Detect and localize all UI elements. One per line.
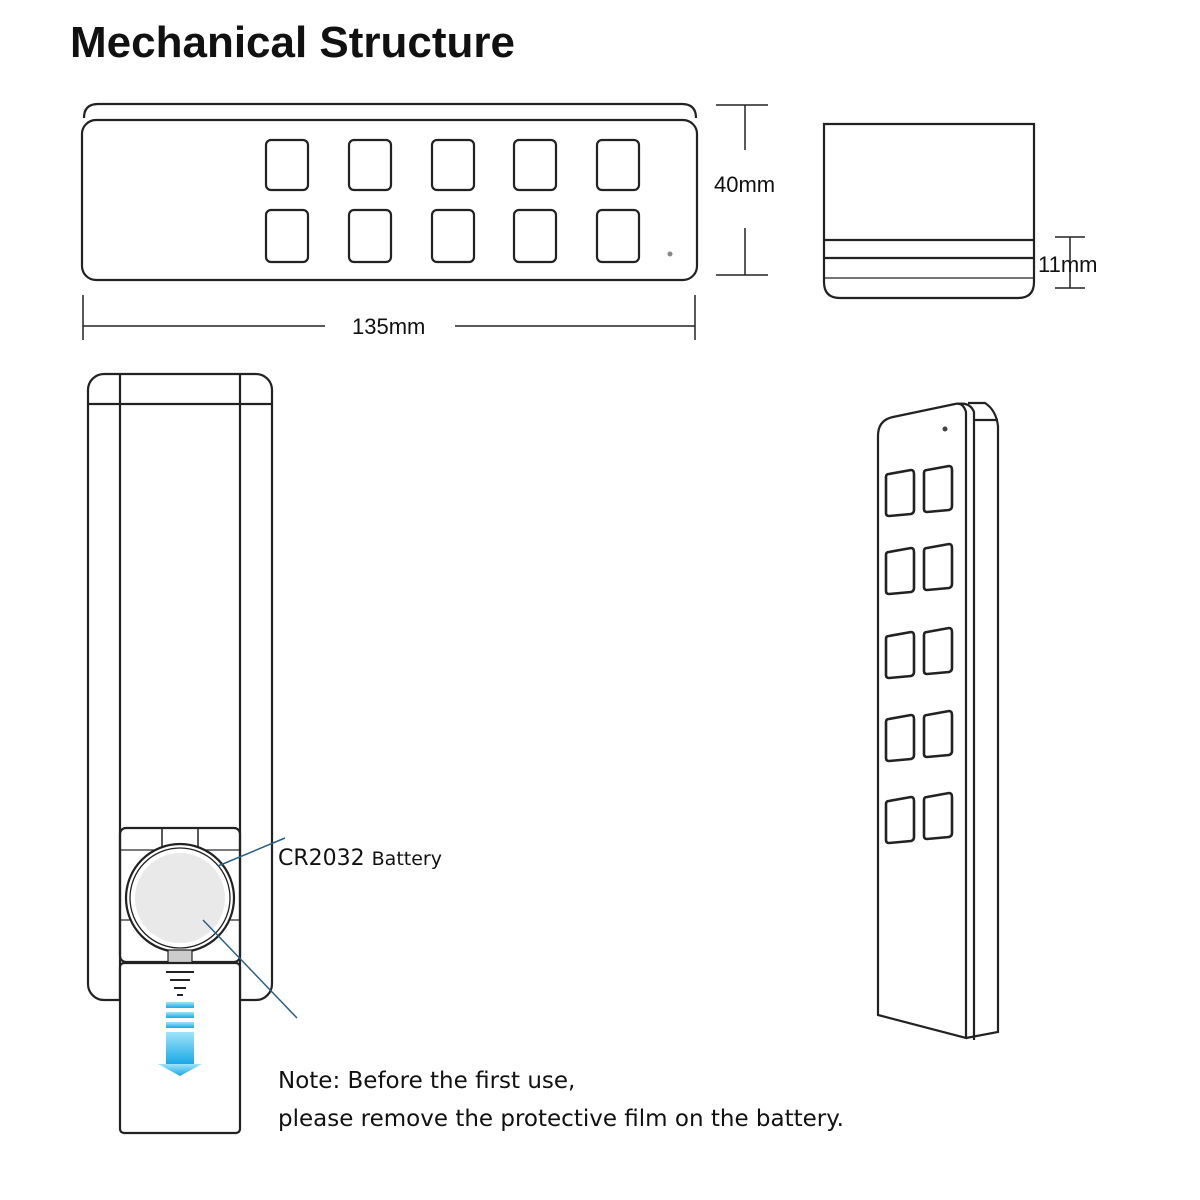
remote-button — [884, 795, 916, 845]
led-indicator — [667, 251, 673, 257]
note: Note: Before the first use, please remov… — [278, 1062, 844, 1138]
page-title: Mechanical Structure — [70, 18, 516, 67]
remote-button — [264, 138, 310, 192]
remote-button — [430, 138, 476, 192]
front-buttons — [264, 138, 641, 264]
remote-front-view — [80, 102, 699, 282]
battery-model: CR2032 — [278, 846, 365, 871]
height-dimension-line — [716, 104, 768, 276]
remote-button — [430, 208, 476, 264]
remote-button — [884, 468, 916, 518]
remote-button — [347, 138, 393, 192]
remote-button — [922, 542, 954, 592]
remote-button — [595, 138, 641, 192]
note-line2: please remove the protective film on the… — [278, 1106, 844, 1132]
perspective-buttons — [884, 464, 954, 845]
arrow-down-icon — [158, 1002, 202, 1076]
battery-word: Battery — [371, 848, 442, 870]
remote-button — [264, 208, 310, 264]
thickness-dimension-line — [1055, 236, 1085, 289]
thickness-label: 11mm — [1038, 252, 1098, 277]
remote-button — [595, 208, 641, 264]
remote-button — [512, 138, 558, 192]
remote-side-view — [822, 122, 1036, 300]
leader-lines — [202, 837, 298, 1019]
height-label: 40mm — [714, 172, 776, 197]
note-label: Note: — [278, 1068, 341, 1094]
remote-button — [922, 626, 954, 676]
remote-perspective-view — [876, 401, 1000, 1040]
remote-button — [347, 208, 393, 264]
note-line1: Before the first use, — [347, 1068, 576, 1094]
remote-button — [884, 630, 916, 680]
remote-button — [922, 464, 954, 514]
remote-button — [922, 791, 954, 841]
remote-button — [512, 208, 558, 264]
remote-button — [884, 546, 916, 596]
length-label: 135mm — [352, 314, 426, 339]
remote-button — [922, 709, 954, 759]
length-dimension-line — [82, 295, 696, 340]
remote-button — [884, 713, 916, 763]
remote-back-view — [86, 372, 298, 1135]
battery-label: CR2032 Battery — [278, 846, 442, 871]
